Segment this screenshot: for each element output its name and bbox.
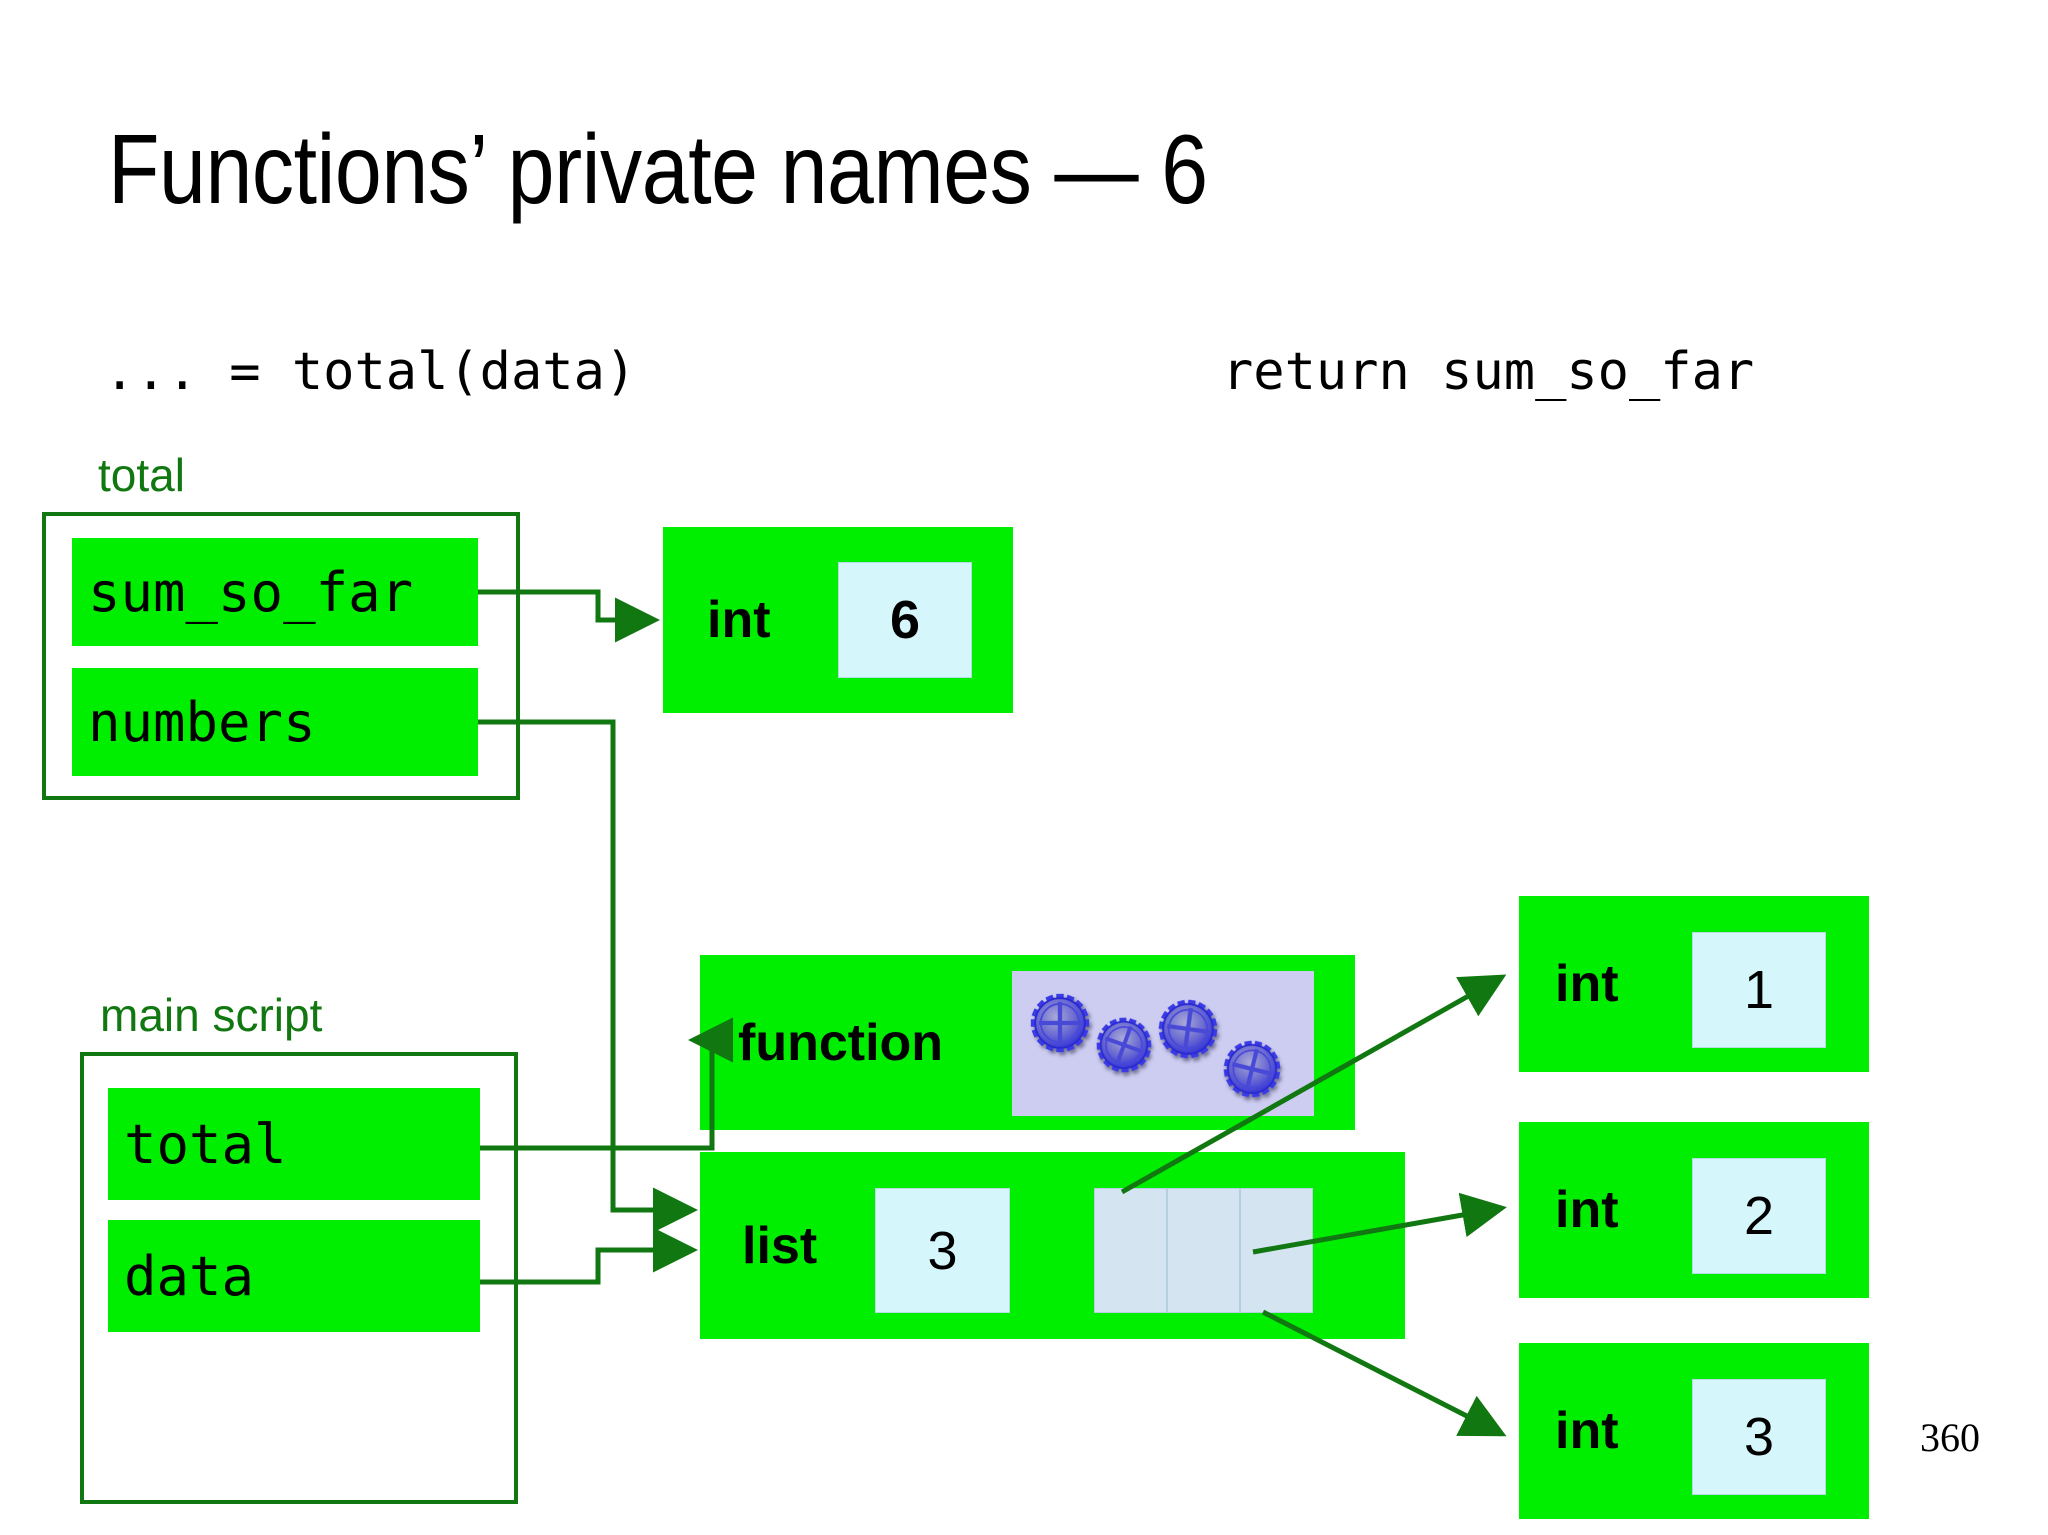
object-value-cell: 3 (1692, 1379, 1826, 1495)
variable-box-data[interactable]: data (108, 1220, 480, 1332)
list-slot-1[interactable] (1167, 1188, 1240, 1313)
variable-name-label: data (124, 1244, 255, 1308)
object-type-label: list (742, 1216, 818, 1275)
object-type-label: int (1555, 1181, 1619, 1239)
namespace-label-total: total (98, 449, 185, 501)
variable-box-total[interactable]: total (108, 1088, 480, 1200)
object-value-cell: 1 (1692, 932, 1826, 1048)
object-type-label: int (1555, 955, 1619, 1013)
object-value-cell: 2 (1692, 1158, 1826, 1274)
page-title: Functions’ private names — 6 (108, 114, 1208, 224)
code-line-return: return sum_so_far (1222, 342, 1755, 402)
list-slot-2[interactable] (1240, 1188, 1313, 1313)
variable-box-sum-so-far[interactable]: sum_so_far (72, 538, 478, 646)
variable-box-numbers[interactable]: numbers (72, 668, 478, 776)
variable-name-label: sum_so_far (88, 560, 414, 624)
object-type-label: int (1555, 1402, 1619, 1460)
object-type-label: function (738, 1013, 944, 1072)
object-function[interactable]: function (700, 955, 1355, 1130)
page-number: 360 (1920, 1415, 1980, 1460)
code-line-call: ... = total(data) (104, 342, 637, 402)
variable-name-label: total (124, 1112, 287, 1176)
list-slot-0[interactable] (1094, 1188, 1167, 1313)
list-length-cell: 3 (875, 1188, 1010, 1313)
gears-icon (1012, 971, 1314, 1116)
object-value-cell: 6 (838, 562, 972, 678)
namespace-label-main-script: main script (100, 989, 323, 1041)
variable-name-label: numbers (88, 690, 316, 754)
namespace-frame-total (42, 512, 520, 800)
object-type-label: int (707, 591, 771, 649)
